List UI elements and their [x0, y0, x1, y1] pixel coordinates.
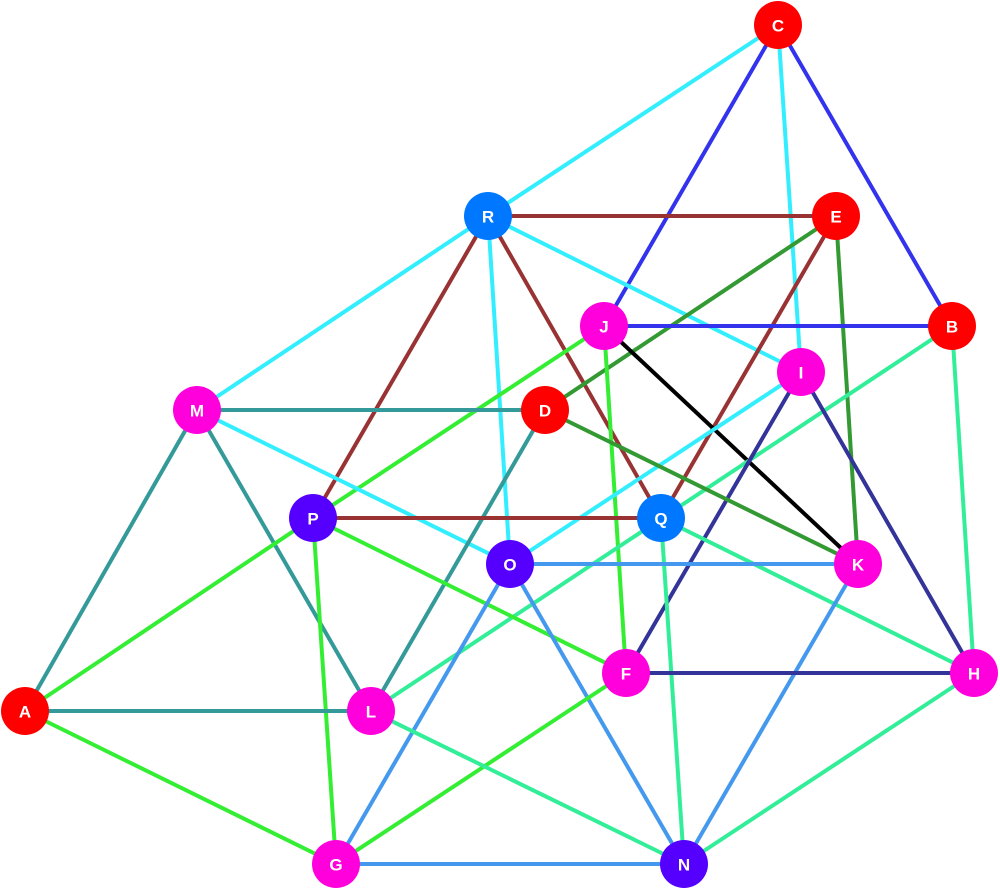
node-label: M	[190, 402, 204, 421]
node-a: A	[1, 687, 49, 735]
node-circle	[812, 192, 860, 240]
node-label: O	[503, 556, 516, 575]
edge-m-l	[195, 408, 373, 713]
edge-p-a	[23, 516, 315, 713]
edge-p-g	[311, 516, 338, 866]
node-circle	[754, 1, 802, 49]
edge-i-o	[508, 370, 803, 566]
node-label: F	[621, 665, 631, 684]
node-o: O	[486, 540, 534, 588]
node-label: E	[830, 208, 841, 227]
node-h: H	[950, 649, 998, 697]
edge-o-g	[334, 562, 512, 866]
edge-o-n	[508, 562, 686, 866]
edge-a-g	[23, 709, 338, 866]
edge-j-k	[602, 324, 860, 566]
node-j: J	[580, 302, 628, 350]
node-circle	[173, 386, 221, 434]
node-label: G	[329, 856, 342, 875]
node-g: G	[312, 840, 360, 888]
node-i: I	[777, 348, 825, 396]
node-circle	[464, 192, 512, 240]
node-label: N	[678, 856, 690, 875]
edge-e-q	[659, 214, 838, 520]
node-q: Q	[637, 494, 685, 542]
edge-e-d	[543, 214, 838, 412]
edge-q-n	[659, 516, 686, 866]
node-circle	[1, 687, 49, 735]
node-label: L	[366, 703, 376, 722]
edge-r-m	[195, 214, 490, 412]
edge-m-a	[23, 408, 199, 713]
node-b: B	[928, 302, 976, 350]
node-circle	[834, 540, 882, 588]
edge-r-p	[311, 214, 490, 520]
edge-f-g	[334, 671, 628, 866]
node-n: N	[660, 840, 708, 888]
node-d: D	[521, 386, 569, 434]
node-circle	[928, 302, 976, 350]
node-f: F	[602, 649, 650, 697]
node-circle	[777, 348, 825, 396]
edge-r-o	[486, 214, 512, 566]
edge-l-n	[369, 709, 686, 866]
node-label: B	[946, 318, 958, 337]
edge-e-k	[834, 214, 860, 566]
node-circle	[637, 494, 685, 542]
node-c: C	[754, 1, 802, 49]
node-label: K	[852, 556, 865, 575]
node-label: A	[19, 703, 31, 722]
node-label: I	[799, 364, 804, 383]
node-label: Q	[654, 510, 667, 529]
node-l: L	[347, 687, 395, 735]
node-p: P	[289, 494, 337, 542]
node-circle	[660, 840, 708, 888]
edge-k-n	[682, 562, 860, 866]
node-m: M	[173, 386, 221, 434]
edge-c-j	[602, 23, 780, 328]
node-circle	[580, 302, 628, 350]
edges-layer	[23, 23, 976, 866]
node-label: H	[968, 665, 980, 684]
node-circle	[486, 540, 534, 588]
node-r: R	[464, 192, 512, 240]
node-label: C	[772, 17, 784, 36]
edge-p-f	[311, 516, 628, 675]
node-label: R	[482, 208, 494, 227]
node-circle	[289, 494, 337, 542]
edge-j-f	[602, 324, 628, 675]
edge-q-h	[659, 516, 976, 675]
node-label: P	[307, 510, 318, 529]
edge-r-i	[486, 214, 803, 374]
node-circle	[347, 687, 395, 735]
edge-c-r	[486, 23, 780, 218]
node-e: E	[812, 192, 860, 240]
edge-r-q	[486, 214, 663, 520]
edge-m-o	[195, 408, 512, 566]
edge-d-l	[369, 408, 547, 713]
edge-j-p	[311, 324, 606, 520]
node-circle	[602, 649, 650, 697]
node-circle	[521, 386, 569, 434]
edge-h-n	[682, 671, 976, 866]
node-k: K	[834, 540, 882, 588]
node-label: J	[599, 318, 608, 337]
node-circle	[950, 649, 998, 697]
edge-c-b	[776, 23, 954, 328]
edge-c-i	[776, 23, 803, 374]
edge-i-f	[624, 370, 803, 675]
node-label: D	[539, 402, 551, 421]
edge-i-h	[799, 370, 976, 675]
edge-b-h	[950, 324, 976, 675]
node-circle	[312, 840, 360, 888]
edge-d-k	[543, 408, 860, 566]
